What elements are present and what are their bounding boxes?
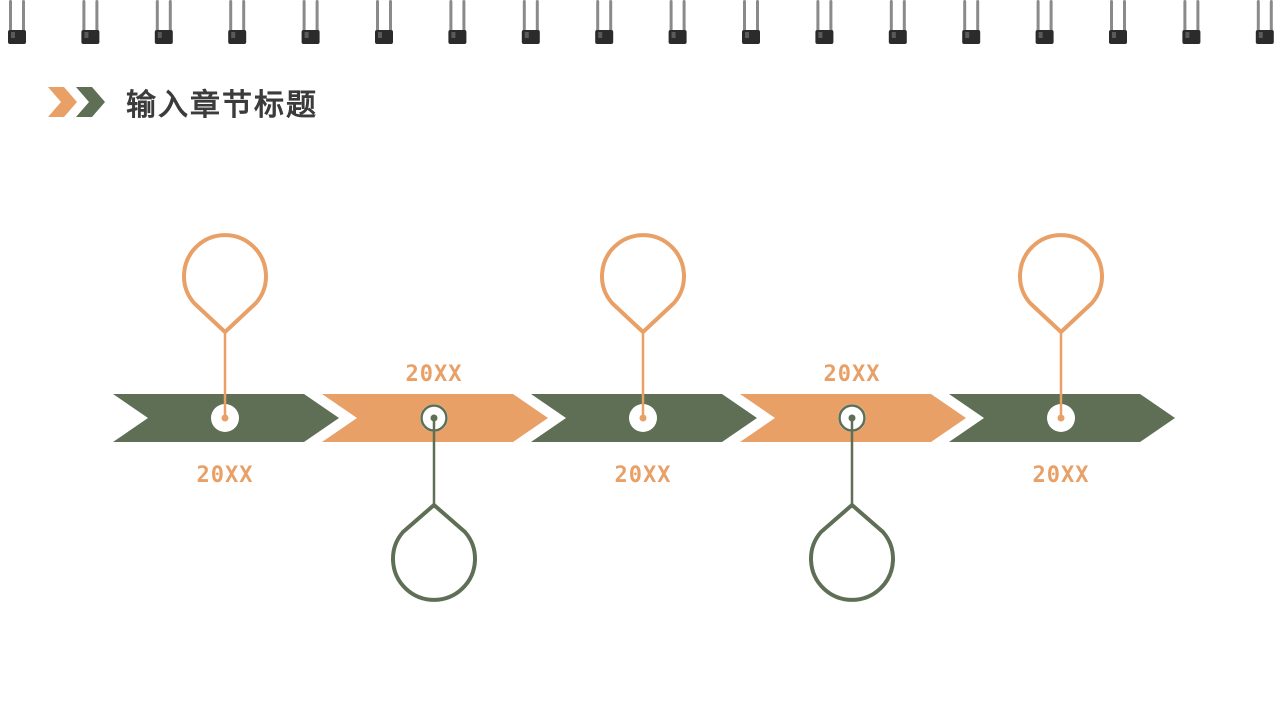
location-pin-icon [182,233,268,334]
timeline-node-dot [430,414,438,422]
timeline-step: 20XX [322,362,548,602]
timeline-node-dot [1057,414,1065,422]
location-pin-icon [600,233,686,334]
timeline-node-dot [848,414,856,422]
timeline-node-dot [639,414,647,422]
drop-marker-icon [809,503,895,602]
binding-ring [8,0,26,44]
binding-ring [1182,0,1201,44]
section-header: 输入章节标题 [48,82,318,123]
binding-ring [448,0,467,44]
timeline-step: 20XX [113,233,339,488]
timeline-step: 20XX [531,233,757,488]
binding-ring [375,0,393,44]
binding-ring [81,0,100,44]
year-label: 20XX [197,463,254,488]
year-label: 20XX [406,362,463,387]
binding-ring [815,0,834,44]
binding-ring [228,0,247,44]
timeline-step: 20XX [949,233,1175,488]
section-title: 输入章节标题 [126,88,318,123]
binding-ring [595,0,614,44]
binding-ring [301,0,320,44]
year-label: 20XX [615,463,672,488]
year-label: 20XX [824,362,881,387]
binding-ring [1109,0,1127,44]
spiral-binding-icon [8,0,1274,44]
timeline-node-dot [221,414,229,422]
binding-ring [962,0,981,44]
drop-marker-icon [391,503,477,602]
binding-ring [154,0,173,44]
binding-ring [521,0,540,44]
binding-ring [1035,0,1054,44]
binding-ring [1255,0,1274,44]
timeline-step: 20XX [740,362,966,602]
location-pin-icon [1018,233,1104,334]
double-chevron-icon [48,87,105,117]
binding-ring [668,0,687,44]
binding-ring [742,0,760,44]
binding-ring [888,0,907,44]
year-label: 20XX [1033,463,1090,488]
